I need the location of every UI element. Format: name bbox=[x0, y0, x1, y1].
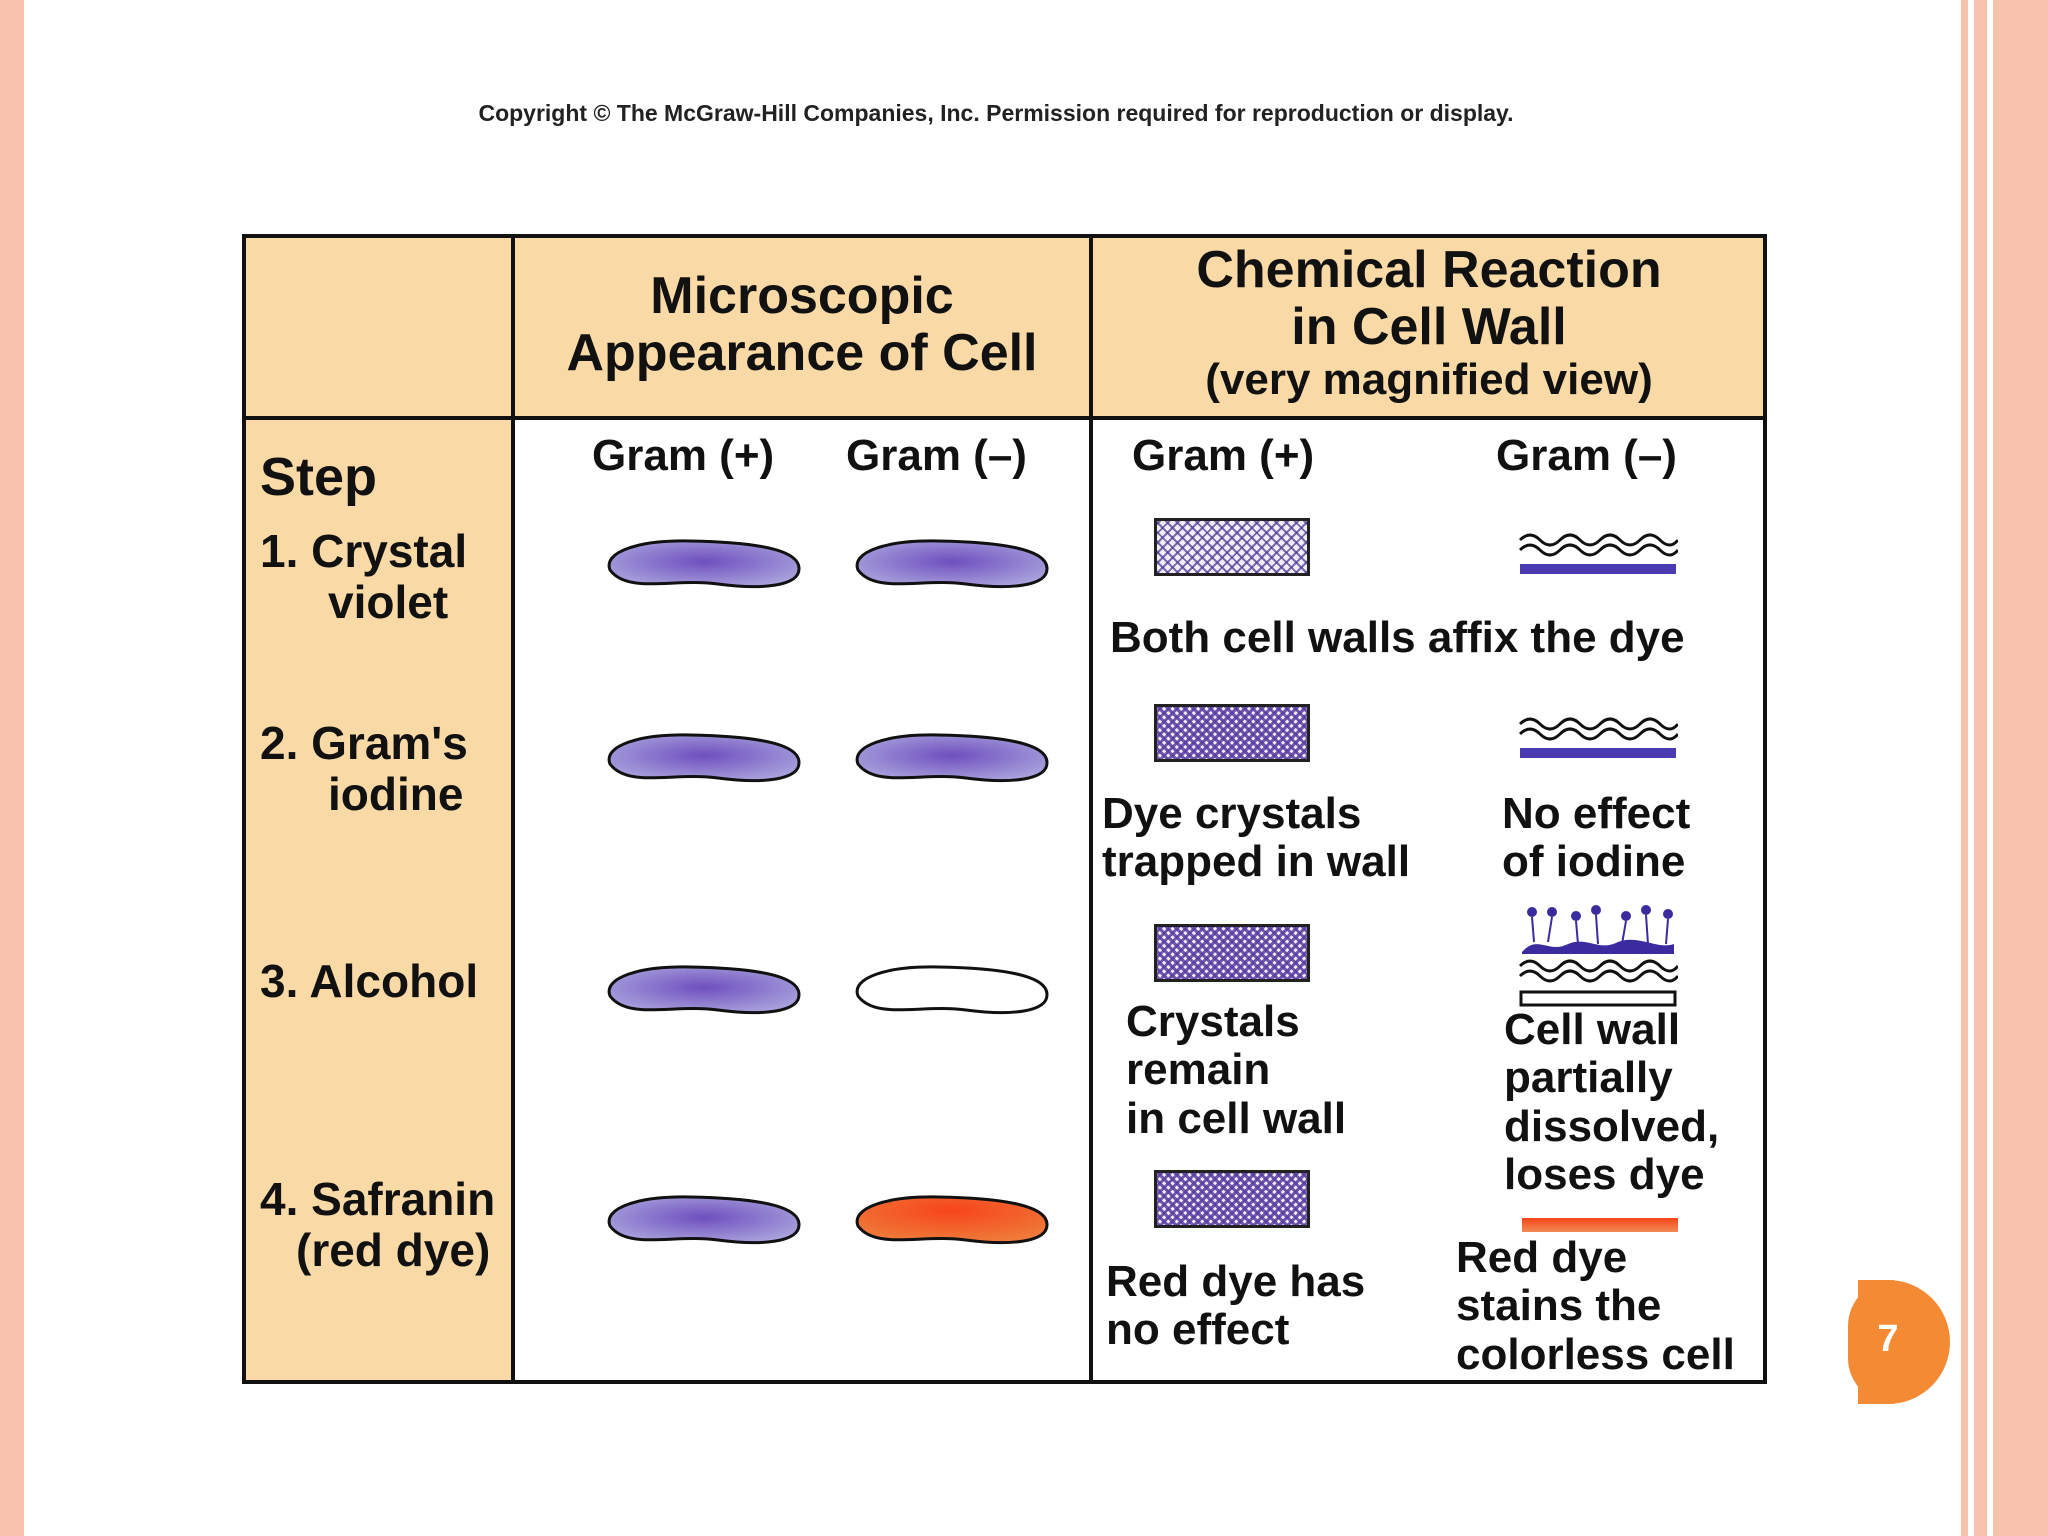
step-1: 1. Crystal violet bbox=[260, 525, 468, 628]
step-heading: Step bbox=[260, 447, 378, 507]
divider bbox=[1089, 238, 1093, 1380]
reaction-label: Red dye has no effect bbox=[1106, 1257, 1366, 1355]
gram-negative-wall-diagram bbox=[1518, 533, 1678, 574]
cell-gram-negative-colorless bbox=[855, 965, 1049, 1015]
cell-gram-positive-purple bbox=[607, 733, 801, 783]
reaction-label: Both cell walls affix the dye bbox=[1110, 613, 1685, 662]
header-microscopic: Microscopic Appearance of Cell bbox=[566, 267, 1038, 383]
reaction-label: Cell wall partially dissolved, loses dye bbox=[1504, 1005, 1720, 1200]
step-2: 2. Gram's iodine bbox=[260, 717, 468, 820]
cell-gram-negative-purple bbox=[855, 733, 1049, 783]
reaction-label: No effect of iodine bbox=[1502, 789, 1691, 887]
step-3: 3. Alcohol bbox=[260, 955, 479, 1007]
cell-gram-positive-purple bbox=[607, 965, 801, 1015]
gram-positive-label: Gram (+) bbox=[1132, 431, 1315, 480]
header-chemical: Chemical Reaction in Cell Wall (very mag… bbox=[1196, 241, 1662, 405]
slide-edge-left bbox=[0, 0, 24, 1536]
slide-edge-right bbox=[1974, 0, 1987, 1536]
gram-negative-wall-diagram bbox=[1518, 717, 1678, 758]
gram-stain-figure: Microscopic Appearance of Cell Chemical … bbox=[242, 234, 1767, 1384]
gram-positive-label: Gram (+) bbox=[592, 431, 775, 480]
gram-positive-wall-diagram bbox=[1154, 1170, 1310, 1228]
red-dye-layer bbox=[1522, 1218, 1678, 1232]
step-column bbox=[246, 418, 511, 1380]
cell-gram-positive-purple bbox=[607, 539, 801, 589]
gram-negative-label: Gram (–) bbox=[1496, 431, 1677, 480]
cell-gram-negative-red bbox=[855, 1195, 1049, 1245]
gram-negative-label: Gram (–) bbox=[846, 431, 1027, 480]
reaction-label: Dye crystals trapped in wall bbox=[1102, 789, 1411, 887]
gram-negative-dissolved-wall-diagram bbox=[1518, 905, 1678, 1007]
gram-positive-wall-diagram bbox=[1154, 518, 1310, 576]
gram-positive-wall-diagram bbox=[1154, 704, 1310, 762]
copyright-notice: Copyright © The McGraw-Hill Companies, I… bbox=[478, 100, 1514, 126]
step-4: 4. Safranin (red dye) bbox=[260, 1173, 496, 1276]
page-number: 7 bbox=[1877, 1318, 1899, 1360]
slide-edge-right bbox=[1993, 0, 2048, 1536]
cell-gram-negative-purple bbox=[855, 539, 1049, 589]
divider bbox=[511, 238, 515, 1380]
header-band bbox=[246, 238, 1763, 418]
divider bbox=[246, 416, 1763, 420]
slide-edge-right bbox=[1961, 0, 1968, 1536]
gram-positive-wall-diagram bbox=[1154, 924, 1310, 982]
reaction-label: Red dye stains the colorless cell bbox=[1456, 1233, 1735, 1379]
cell-gram-positive-purple bbox=[607, 1195, 801, 1245]
reaction-label: Crystals remain in cell wall bbox=[1126, 997, 1347, 1143]
